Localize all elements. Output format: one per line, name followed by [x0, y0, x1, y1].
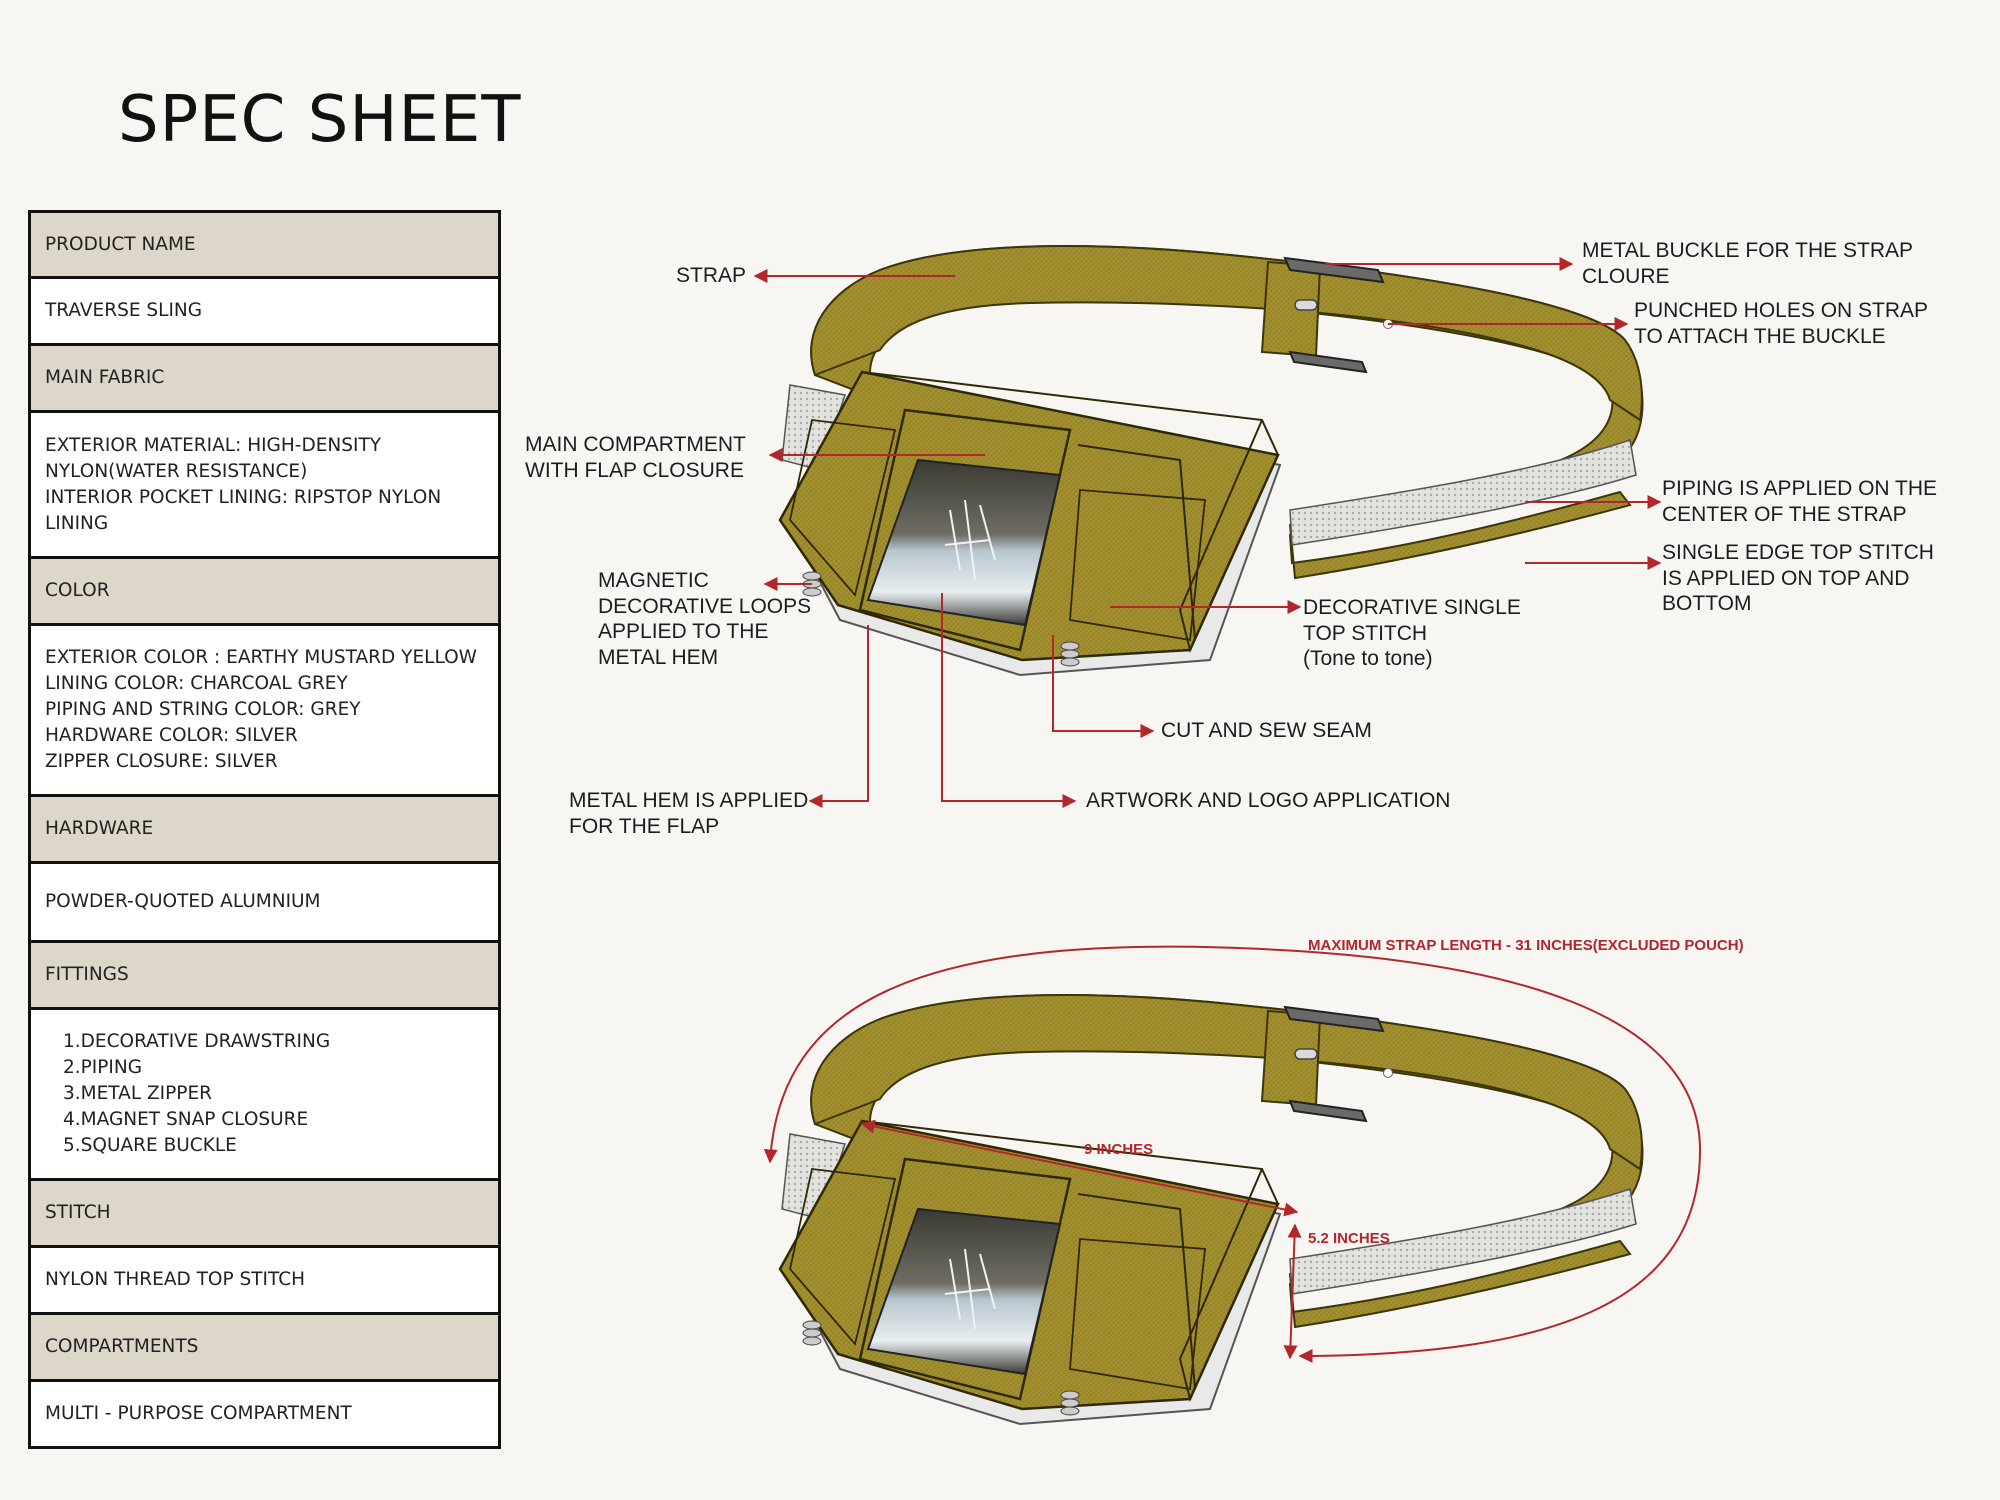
- compartments-value: MULTI - PURPOSE COMPARTMENT: [31, 1382, 498, 1446]
- color-line: ZIPPER CLOSURE: SILVER: [45, 751, 278, 772]
- fittings-value: 1.DECORATIVE DRAWSTRING 2.PIPING 3.METAL…: [31, 1010, 498, 1181]
- holes-label-line: PUNCHED HOLES ON STRAP: [1634, 299, 1929, 322]
- main-fabric-line: NYLON(WATER RESISTANCE): [45, 460, 308, 482]
- artwork-label: ARTWORK AND LOGO APPLICATION: [1086, 789, 1451, 812]
- stitch-value: NYLON THREAD TOP STITCH: [31, 1248, 498, 1315]
- main-compartment-line: MAIN COMPARTMENT: [525, 433, 746, 456]
- strap-length-arrow: [763, 945, 1702, 1363]
- page-title: SPEC SHEET: [118, 83, 522, 157]
- main-compartment-label: MAIN COMPARTMENT WITH FLAP CLOSURE: [525, 432, 746, 483]
- artwork-arrow: [941, 593, 1077, 808]
- top-stitch-label: SINGLE EDGE TOP STITCH IS APPLIED ON TOP…: [1662, 540, 1934, 617]
- hardware-header: HARDWARE: [31, 797, 498, 864]
- decorative-stitch-line: TOP STITCH: [1303, 621, 1428, 645]
- product-name-value: TRAVERSE SLING: [31, 279, 498, 346]
- main-fabric-line: INTERIOR POCKET LINING: RIPSTOP NYLON: [45, 486, 442, 508]
- magnetic-label: MAGNETIC DECORATIVE LOOPS APPLIED TO THE…: [598, 568, 811, 670]
- main-fabric-line: EXTERIOR MATERIAL: HIGH-DENSITY: [45, 434, 382, 456]
- top-stitch-line: SINGLE EDGE TOP STITCH: [1662, 541, 1934, 564]
- magnetic-label-line: MAGNETIC: [598, 569, 709, 592]
- decorative-stitch-line: (Tone to tone): [1303, 647, 1433, 670]
- color-line: HARDWARE COLOR: SILVER: [45, 725, 298, 746]
- callout-arrows: [753, 257, 1702, 1363]
- piping-label-line: CENTER OF THE STRAP: [1662, 502, 1907, 526]
- width-arrow: [860, 1119, 1299, 1217]
- main-compartment-line: WITH FLAP CLOSURE: [525, 458, 744, 482]
- decorative-stitch-label: DECORATIVE SINGLE TOP STITCH (Tone to to…: [1303, 595, 1521, 672]
- strap-label: STRAP: [676, 264, 747, 287]
- top-stitch-line: IS APPLIED ON TOP AND: [1662, 566, 1910, 590]
- fittings-line: 4.MAGNET SNAP CLOSURE: [63, 1109, 309, 1130]
- buckle-label-line: CLOURE: [1582, 264, 1670, 288]
- main-fabric-value: EXTERIOR MATERIAL: HIGH-DENSITY NYLON(WA…: [31, 413, 498, 559]
- height-arrow: [1283, 1223, 1302, 1360]
- color-line: LINING COLOR: CHARCOAL GREY: [45, 673, 348, 694]
- bag-bottom-view: [778, 993, 1644, 1426]
- holes-label-line: TO ATTACH THE BUCKLE: [1634, 324, 1886, 348]
- stitch-header: STITCH: [31, 1181, 498, 1248]
- buckle-label: METAL BUCKLE FOR THE STRAP CLOURE: [1582, 238, 1913, 289]
- buckle-label-line: METAL BUCKLE FOR THE STRAP: [1582, 239, 1914, 262]
- main-fabric-line: LINING: [45, 512, 109, 534]
- fittings-line: 5.SQUARE BUCKLE: [63, 1135, 237, 1156]
- decorative-stitch-line: DECORATIVE SINGLE: [1303, 596, 1521, 619]
- cut-sew-arrow: [1052, 635, 1155, 738]
- metal-hem-arrow: [808, 625, 869, 808]
- piping-label-line: PIPING IS APPLIED ON THE: [1662, 477, 1938, 500]
- fittings-header: FITTINGS: [31, 943, 498, 1010]
- top-stitch-line: BOTTOM: [1662, 592, 1752, 615]
- spec-table: PRODUCT NAME TRAVERSE SLING MAIN FABRIC …: [28, 210, 501, 1449]
- height-label: 5.2 INCHES: [1308, 1230, 1390, 1247]
- color-line: PIPING AND STRING COLOR: GREY: [45, 699, 361, 720]
- color-value: EXTERIOR COLOR : EARTHY MUSTARD YELLOW L…: [31, 626, 498, 797]
- metal-hem-line: METAL HEM IS APPLIED: [569, 789, 809, 812]
- metal-hem-line: FOR THE FLAP: [569, 814, 720, 838]
- color-line: EXTERIOR COLOR : EARTHY MUSTARD YELLOW: [45, 647, 477, 668]
- compartments-header: COMPARTMENTS: [31, 1315, 498, 1382]
- main-fabric-header: MAIN FABRIC: [31, 346, 498, 413]
- hardware-value: POWDER-QUOTED ALUMNIUM: [31, 864, 498, 943]
- metal-hem-label: METAL HEM IS APPLIED FOR THE FLAP: [569, 788, 808, 839]
- fittings-line: 1.DECORATIVE DRAWSTRING: [63, 1031, 331, 1052]
- magnetic-label-line: APPLIED TO THE: [598, 620, 769, 643]
- color-header: COLOR: [31, 559, 498, 626]
- fittings-line: 3.METAL ZIPPER: [63, 1083, 212, 1104]
- holes-label: PUNCHED HOLES ON STRAP TO ATTACH THE BUC…: [1634, 298, 1928, 349]
- product-name-header: PRODUCT NAME: [31, 213, 498, 279]
- strap-length-label: MAXIMUM STRAP LENGTH - 31 INCHES(EXCLUDE…: [1308, 937, 1744, 954]
- piping-label: PIPING IS APPLIED ON THE CENTER OF THE S…: [1662, 476, 1937, 527]
- fittings-line: 2.PIPING: [63, 1057, 143, 1078]
- magnetic-label-line: DECORATIVE LOOPS: [598, 594, 812, 618]
- width-label: 9 INCHES: [1084, 1141, 1154, 1158]
- cut-sew-label: CUT AND SEW SEAM: [1161, 719, 1372, 742]
- magnetic-label-line: METAL HEM: [598, 645, 719, 669]
